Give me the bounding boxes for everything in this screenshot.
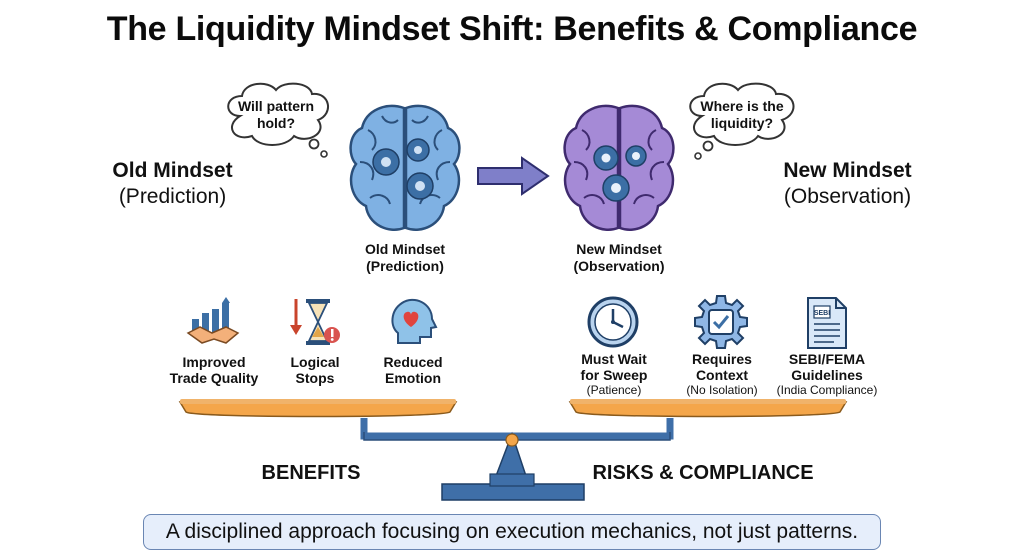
new-brain-caption-line-1: New Mindset — [576, 241, 662, 257]
risk-item: Must Wait for Sweep (Patience) — [568, 351, 660, 398]
benefit-label-line: Improved — [182, 354, 246, 370]
document-badge-text: SEBI — [814, 310, 830, 317]
new-thought-text: Where is the liquidity? — [690, 98, 794, 132]
risk-label-line: for Sweep — [580, 367, 648, 383]
gear-check-icon — [694, 295, 748, 349]
benefit-item: Logical Stops — [270, 354, 360, 386]
old-brain-caption-line-2: (Prediction) — [366, 258, 444, 274]
benefit-label-line: Stops — [295, 370, 335, 386]
risk-label-line: Must Wait — [581, 351, 647, 367]
hourglass-arrow-icon — [290, 299, 340, 345]
new-brain-caption-line-2: (Observation) — [573, 258, 665, 274]
risk-item: SEBI/FEMA Guidelines (India Compliance) — [768, 351, 886, 398]
page-title: The Liquidity Mindset Shift: Benefits & … — [106, 10, 918, 48]
benefit-label-line: Logical — [290, 354, 340, 370]
benefit-item: Reduced Emotion — [368, 354, 458, 386]
risk-label-line: SEBI/FEMA — [788, 351, 866, 367]
balance-scale-icon — [178, 399, 848, 501]
new-brain-icon — [563, 104, 675, 231]
old-brain-caption-line-1: Old Mindset — [364, 241, 446, 257]
old-mindset-label: Old Mindset (Prediction) — [90, 158, 255, 210]
risk-item: Requires Context (No Isolation) — [674, 351, 770, 398]
old-thought-line-2: hold? — [256, 115, 296, 131]
old-mindset-subtitle: (Prediction) — [118, 185, 227, 208]
head-heart-icon — [391, 298, 438, 344]
document-sebi-icon: SEBI — [807, 297, 847, 349]
summary-banner: A disciplined approach focusing on execu… — [143, 514, 881, 550]
new-thought-line-1: Where is the — [700, 98, 784, 114]
new-mindset-title: New Mindset — [783, 159, 912, 182]
old-thought-bubble — [227, 82, 329, 158]
risk-sublabel: (Patience) — [586, 383, 642, 397]
old-brain-icon — [349, 104, 461, 231]
old-brain-caption: Old Mindset (Prediction) — [340, 241, 470, 275]
old-thought-text: Will pattern hold? — [228, 98, 324, 132]
benefit-label-line: Reduced — [383, 354, 443, 370]
risk-label-line: Requires — [692, 351, 752, 367]
new-mindset-label: New Mindset (Observation) — [765, 158, 930, 210]
new-thought-line-2: liquidity? — [710, 115, 774, 131]
risk-sublabel: (No Isolation) — [686, 383, 758, 397]
risk-label-line: Guidelines — [791, 367, 863, 383]
clock-icon — [587, 296, 639, 348]
mindset-shift-arrow-icon — [477, 156, 550, 196]
handshake-chart-icon — [186, 297, 240, 344]
risks-compliance-label: RISKS & COMPLIANCE — [592, 462, 814, 484]
new-mindset-subtitle: (Observation) — [783, 185, 912, 208]
new-brain-caption: New Mindset (Observation) — [554, 241, 684, 275]
benefit-label-line: Emotion — [385, 370, 441, 386]
benefit-label-line: Trade Quality — [169, 370, 259, 386]
risk-label-line: Context — [695, 367, 749, 383]
old-mindset-title: Old Mindset — [112, 159, 233, 182]
new-thought-bubble — [689, 82, 795, 160]
risk-sublabel: (India Compliance) — [776, 383, 878, 397]
benefit-item: Improved Trade Quality — [160, 354, 268, 386]
old-thought-line-1: Will pattern — [237, 98, 315, 114]
benefits-label: BENEFITS — [261, 462, 361, 484]
